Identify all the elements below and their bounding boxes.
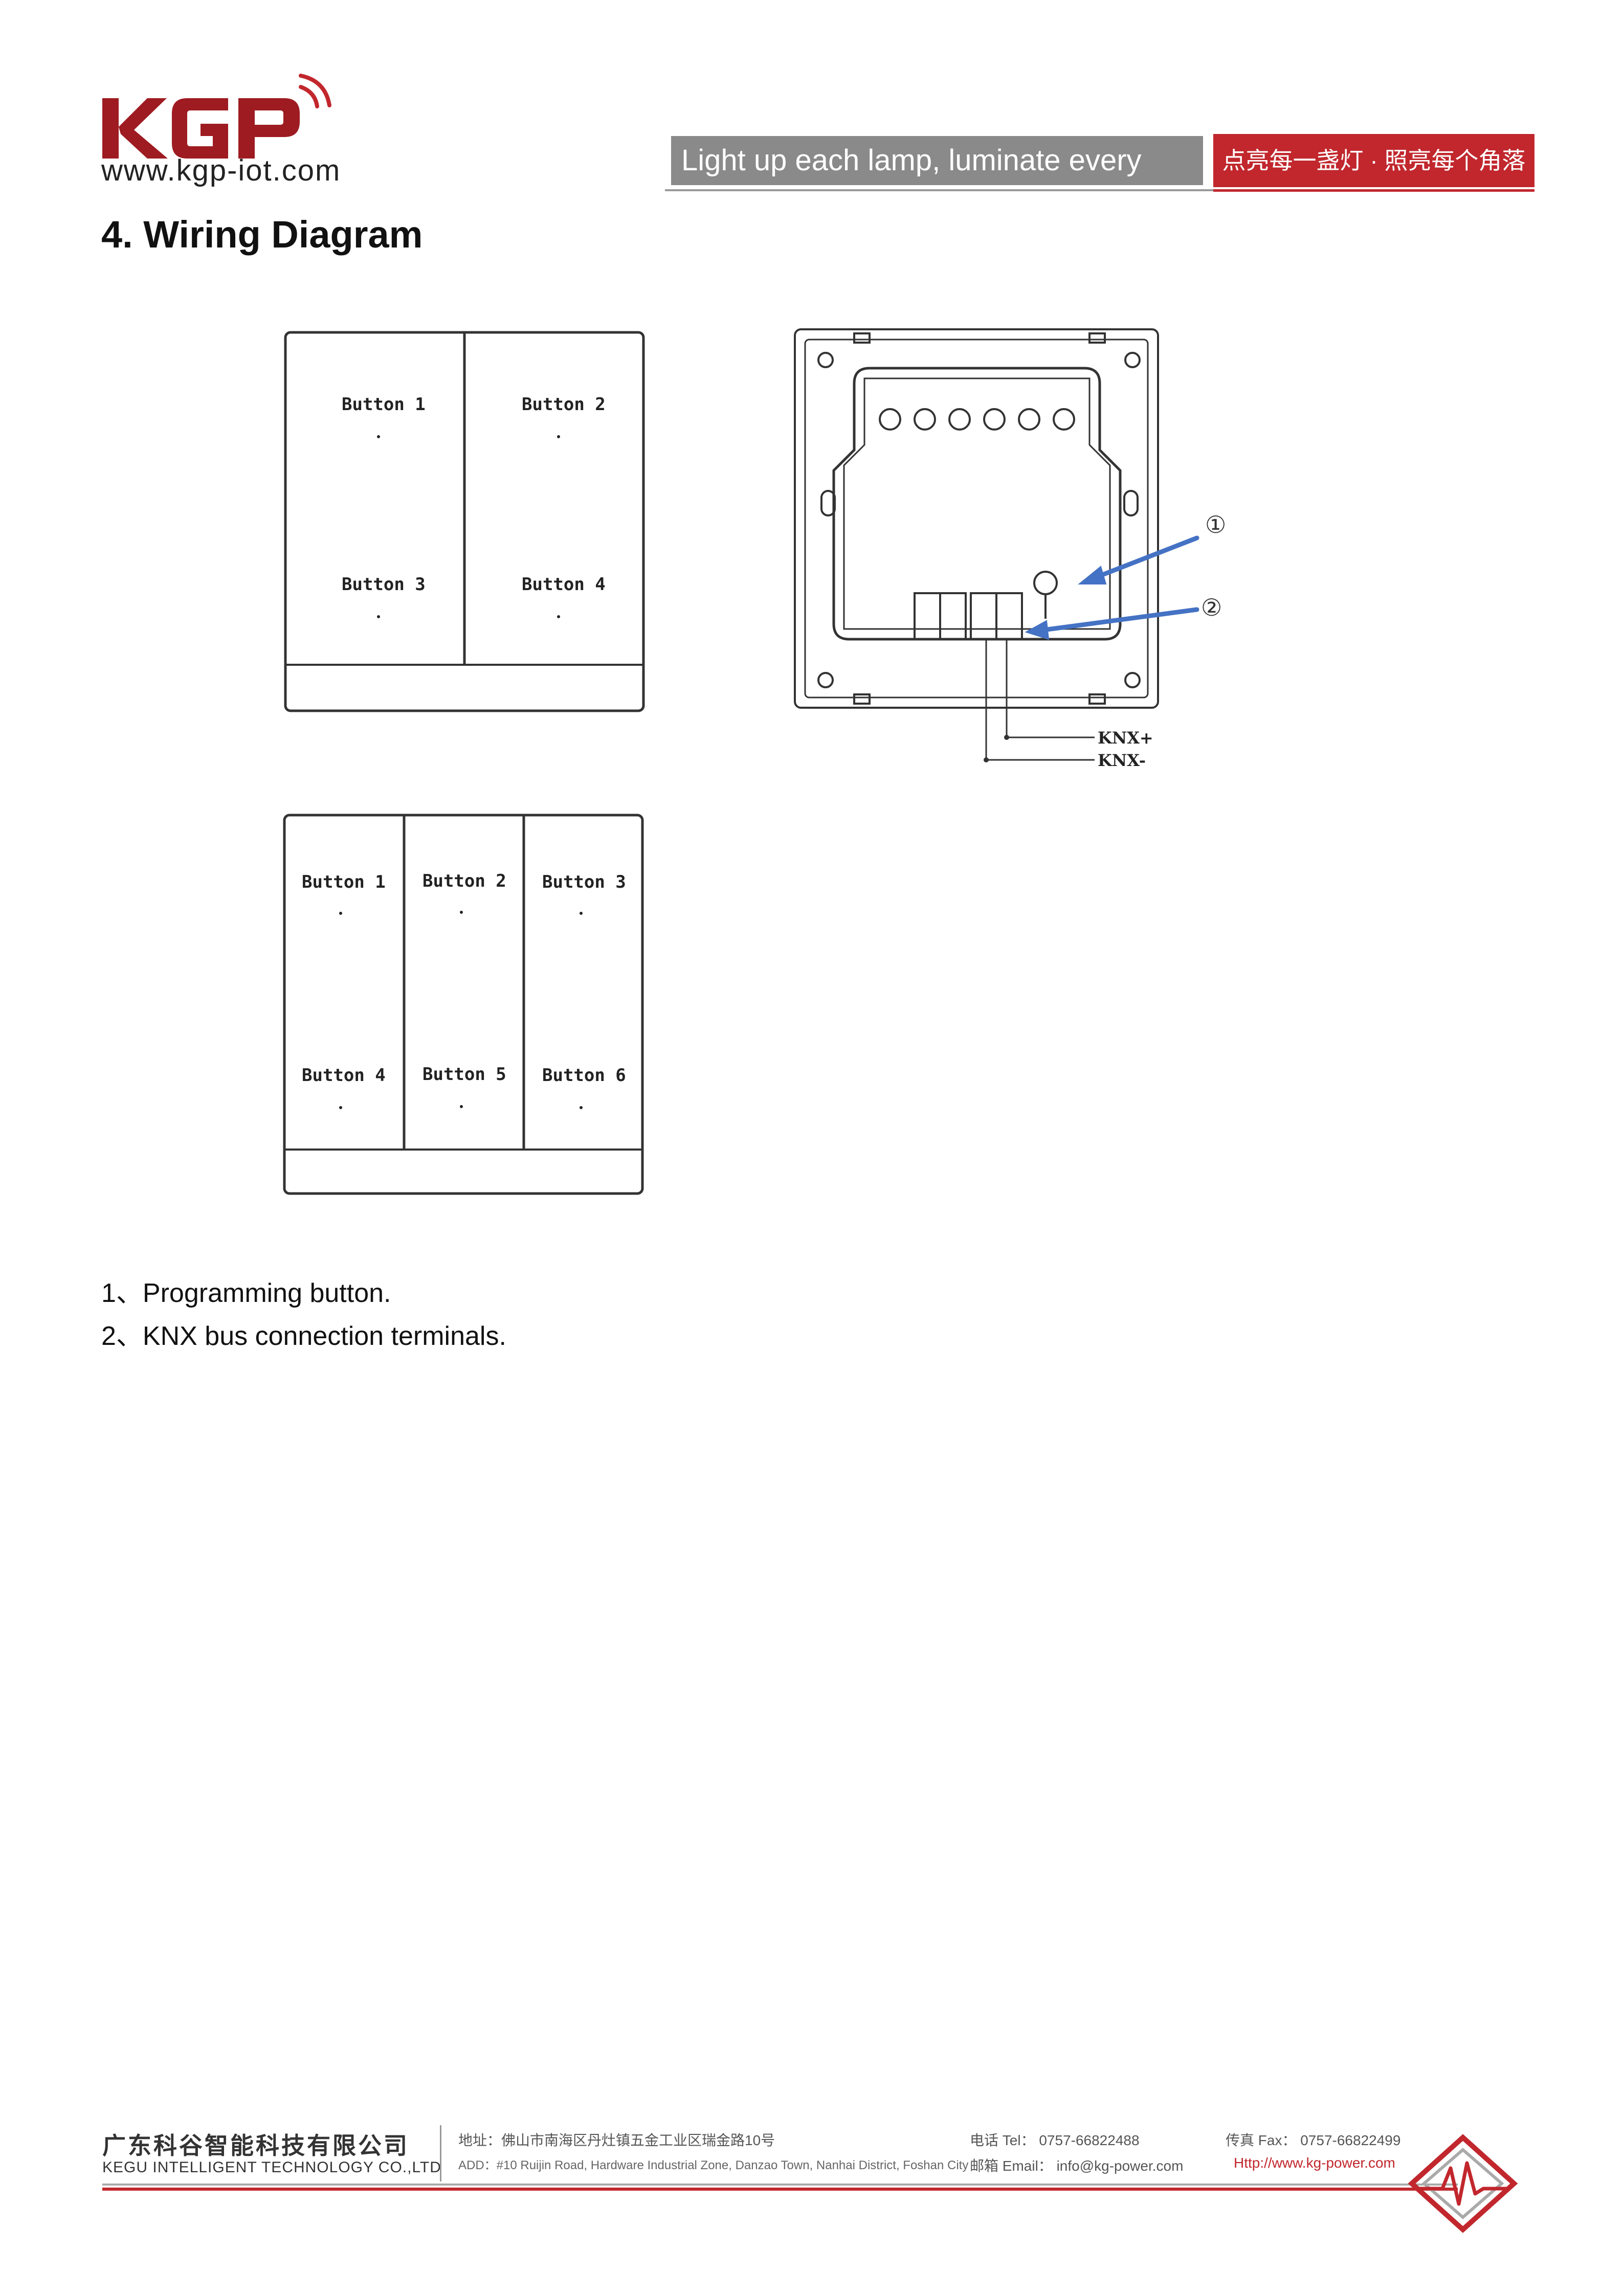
- footer-company-en: KEGU INTELLIGENT TECHNOLOGY CO.,LTD: [102, 2159, 441, 2176]
- footer-email: 邮箱 Email： info@kg-power.com: [970, 2158, 1184, 2174]
- panel4-button-2-label: Button 2: [522, 394, 606, 415]
- panel4-button-4-label: Button 4: [522, 574, 606, 595]
- section-title: 4. Wiring Diagram: [101, 213, 423, 256]
- kgp-logo: [102, 74, 331, 159]
- slogan-chinese: 点亮每一盏灯 · 照亮每个角落: [1213, 134, 1534, 187]
- panel6-button-5-label: Button 5: [422, 1064, 506, 1085]
- footer-separator: [440, 2125, 441, 2181]
- footer-rule-grey: [102, 2184, 1458, 2186]
- footer-tel: 电话 Tel： 0757-66822488: [970, 2132, 1140, 2148]
- slogan-english: Light up each lamp, luminate every corne…: [671, 136, 1203, 226]
- slogan-underline-red: [1213, 189, 1534, 192]
- footer-pulse-emblem-icon: [1408, 2134, 1518, 2233]
- logo-url: www.kgp-iot.com: [101, 154, 341, 187]
- footer-fax: 传真 Fax： 0757-66822499: [1226, 2132, 1401, 2148]
- note-programming-button: 1、Programming button.: [101, 1278, 391, 1308]
- footer-rule-red: [102, 2188, 1458, 2191]
- panel6-button-3-label: Button 3: [542, 872, 626, 892]
- panel4-button-1-label: Button 1: [342, 394, 426, 415]
- knx-plus-label: KNX+: [1098, 728, 1153, 748]
- note-knx-terminals: 2、KNX bus connection terminals.: [101, 1321, 506, 1351]
- four-button-panel-diagram: Button 1 Button 2 Button 3 Button 4: [284, 331, 645, 712]
- panel6-button-4-label: Button 4: [302, 1065, 386, 1086]
- callout-1: ①: [1205, 511, 1226, 538]
- panel6-button-6-label: Button 6: [542, 1065, 626, 1086]
- panel6-button-2-label: Button 2: [422, 871, 506, 891]
- knx-minus-label: KNX-: [1098, 751, 1146, 770]
- footer-address-cn: 地址：佛山市南海区丹灶镇五金工业区瑞金路10号: [458, 2132, 775, 2148]
- callout-2: ②: [1201, 594, 1222, 621]
- panel6-button-1-label: Button 1: [302, 872, 386, 892]
- footer-address-en: ADD：#10 Ruijin Road, Hardware Industrial…: [458, 2158, 969, 2172]
- six-button-panel-diagram: Button 1 Button 2 Button 3 Button 4 Butt…: [283, 814, 644, 1195]
- back-view-wiring-diagram: KNX+ KNX- ① ②: [794, 328, 1226, 770]
- footer-website-link[interactable]: Http://www.kg-power.com: [1234, 2155, 1395, 2171]
- panel4-button-3-label: Button 3: [342, 574, 426, 595]
- footer-company-cn: 广东科谷智能科技有限公司: [102, 2132, 409, 2159]
- slogan-underline: [665, 189, 1534, 191]
